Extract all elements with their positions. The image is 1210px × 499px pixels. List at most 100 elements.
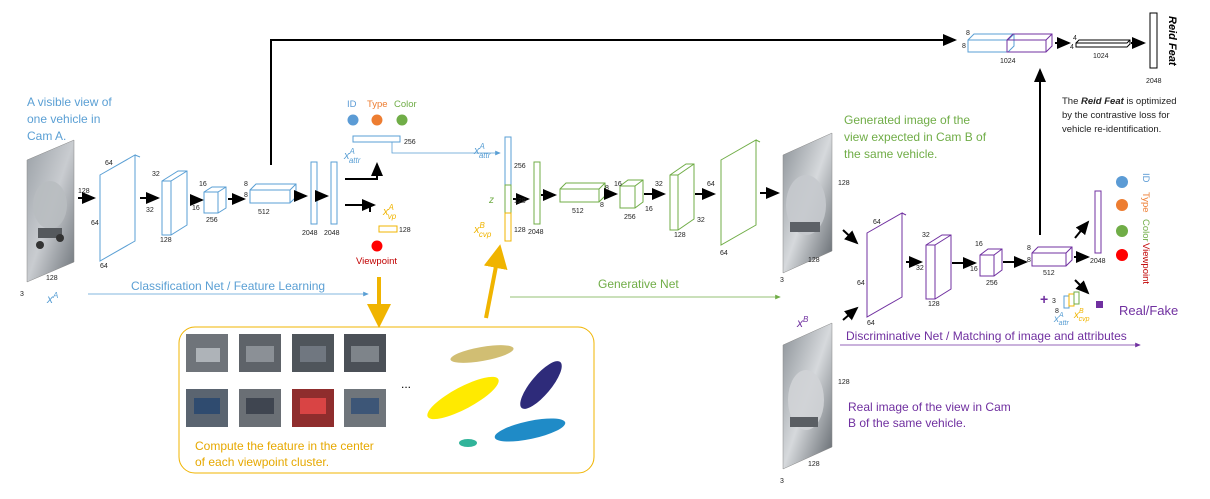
dim-label: 32 [916,265,924,272]
dim-label: 4 [1070,44,1074,51]
dim-label: 3 [780,277,784,284]
dim-label: 64 [857,280,865,287]
cluster-thumbnails [186,334,386,427]
classification-net [78,34,957,262]
dim-label: 16 [645,206,653,213]
dim-label: 16 [192,205,200,212]
ellipsis: ... [401,377,411,391]
cluster-panel [178,326,595,474]
dim-label: 128 [838,180,850,187]
generated-image [782,132,833,274]
discriminative-net [842,68,1102,321]
dim-label: 64 [873,219,881,226]
real-image [782,322,833,470]
dim-label: 16 [970,266,978,273]
dim-label: 256 [986,280,998,287]
type-label: Type [1140,192,1151,213]
dim-label: 8 [966,30,970,37]
dim-label: 256 [624,214,636,221]
svg-text:ID: ID [347,99,357,110]
color-label: Color [1140,219,1151,242]
viewpoint-dot-icon [371,240,383,252]
dim-label: 8 [1027,257,1031,264]
dim-label: 256 [404,139,416,146]
dim-label: 128 [160,237,172,244]
real-fake-label: Real/Fake [1119,303,1178,318]
svg-text:by the contrastive loss for: by the contrastive loss for [1062,110,1170,121]
dim-label: 512 [1043,270,1055,277]
viewpoint-label: Viewpoint [356,256,397,267]
xA-symbol: xA [46,291,58,306]
dim-label: 128 [46,275,58,282]
dim-label: 512 [572,208,584,215]
dim-label: 128 [838,379,850,386]
input-caption: A visible view of one vehicle in Cam A. [27,95,112,143]
from-cluster-arrow [483,244,508,319]
gen-z-symbol: z [488,195,494,206]
dim-label: 64 [720,250,728,257]
viewpoint-label: Viewpoint [1140,243,1151,284]
generative-net [504,136,780,246]
svg-text:one vehicle in: one vehicle in [27,112,100,126]
dim-label: 128 [808,257,820,264]
svg-text:of each viewpoint cluster.: of each viewpoint cluster. [195,455,329,469]
dim-label: 64 [91,220,99,227]
xB-symbol: xB [796,315,809,330]
svg-text:3: 3 [1052,298,1056,305]
svg-text:vehicle re-identification.: vehicle re-identification. [1062,124,1161,135]
input-image [26,139,75,283]
dim-label: 32 [152,171,160,178]
dim-label: 128 [514,198,526,205]
dim-label: 8 [605,185,609,192]
id-label: ID [1140,173,1151,183]
xvp-vector [378,225,398,233]
dim-label: 256 [514,163,526,170]
dim-label: 1024 [1093,53,1109,60]
svg-text:the same vehicle.: the same vehicle. [844,147,937,161]
dim-label: 64 [707,181,715,188]
dim-label: 128 [674,232,686,239]
dim-label: 16 [975,241,983,248]
reid-branch [967,12,1158,69]
dim-label: 128 [78,188,90,195]
dim-label: 2048 [528,229,544,236]
dim-label: 8 [1027,245,1031,252]
dim-label: 8 [962,43,966,50]
dim-label: 32 [146,207,154,214]
dim-label: 512 [258,209,270,216]
type-dot-icon [371,114,383,126]
svg-text:B of the same vehicle.: B of the same vehicle. [848,416,966,430]
dim-label: 64 [867,320,875,327]
type-dot-icon [1116,199,1128,211]
reid-note: The Reid Feat is optimized by the contra… [1062,96,1177,135]
discriminative-net-label: Discriminative Net / Matching of image a… [846,329,1127,343]
svg-text:The Reid Feat is optimized: The Reid Feat is optimized [1062,96,1177,107]
svg-text:+: + [1040,291,1048,307]
dim-label: 2048 [302,230,318,237]
cluster-caption: Compute the feature in the center of eac… [195,439,374,469]
dim-label: 64 [100,263,108,270]
xattr-vector [352,135,401,143]
id-dot-icon [1116,176,1128,188]
reid-feat-label: Reid Feat [1166,16,1178,67]
dim-label: 1024 [1000,58,1016,65]
svg-text:Real image of the view in Cam: Real image of the view in Cam [848,400,1011,414]
classification-net-label: Classification Net / Feature Learning [131,279,325,293]
dim-label: 64 [105,160,113,167]
dim-label: 32 [655,181,663,188]
real-fake-head: + 3 8 [1040,291,1103,315]
real-caption: Real image of the view in Cam B of the s… [848,400,1011,430]
color-dot-icon [396,114,408,126]
dim-label: 2048 [1146,78,1162,85]
dim-label: 8 [600,202,604,209]
tsne-clusters [427,345,566,447]
generative-net-label: Generative Net [598,277,679,291]
